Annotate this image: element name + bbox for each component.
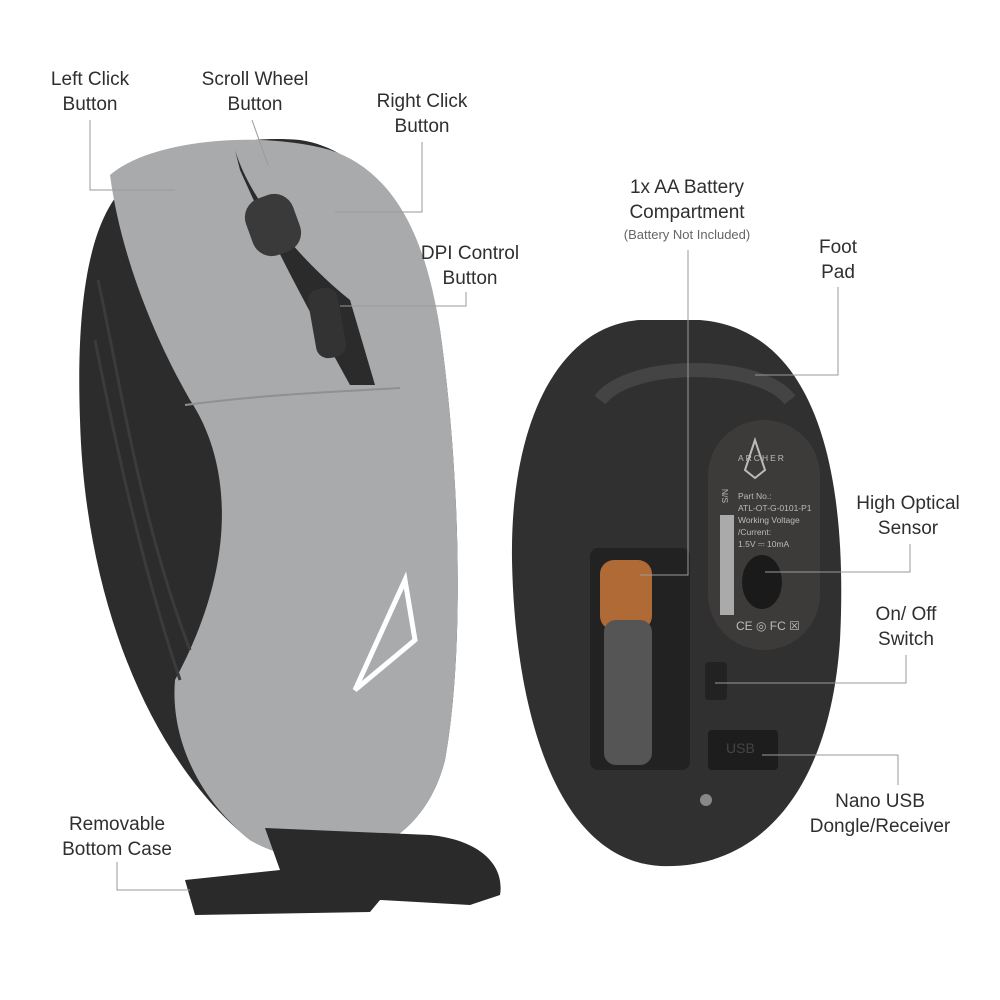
mouse-top-view [79, 139, 458, 860]
label-rating: 1.5V ⎓ 10mA [738, 539, 790, 549]
product-label-plate [708, 420, 820, 650]
mouse-bottom-view [511, 320, 842, 867]
brand-logo-icon [352, 571, 418, 692]
label-brand: ARCHER [738, 453, 786, 463]
optical-sensor [742, 555, 782, 609]
label-part-no-label: Part No.: [738, 491, 772, 501]
leader-lines [89, 119, 911, 891]
label-part-no: ATL-OT-G-0101-P1 [738, 503, 812, 513]
label-certifications: CE ◎ FC ☒ [736, 619, 800, 633]
battery-icon [600, 560, 652, 630]
label-current: /Current: [738, 527, 772, 537]
usb-dongle [708, 730, 778, 770]
label-serial: N/S [720, 488, 731, 504]
label-voltage: Working Voltage [738, 515, 800, 525]
dongle-mark: USB [726, 740, 755, 756]
removable-bottom-case [185, 828, 501, 915]
product-label: ARCHER Part No.: ATL-OT-G-0101-P1 Workin… [720, 453, 812, 632]
power-switch [705, 662, 727, 700]
